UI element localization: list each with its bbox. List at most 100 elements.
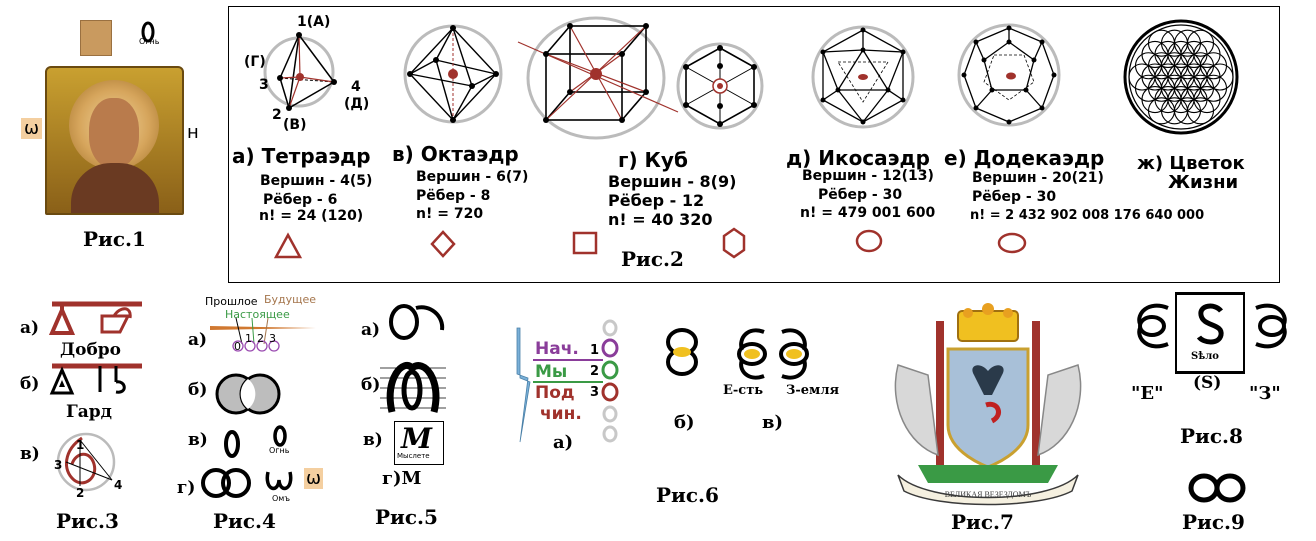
dodecahedron-diagram: [957, 23, 1061, 127]
dodeca-vertices: Вершин - 20(21): [972, 170, 1104, 186]
fig1-right-mark: н: [187, 122, 199, 143]
octa-vertices: Вершин - 6(7): [416, 169, 529, 185]
fig4-num-0: 0: [234, 340, 241, 353]
fig2-panel: [228, 6, 1280, 283]
tetra-vertex-d: (Д): [344, 96, 370, 112]
octahedron-diagram: [403, 24, 503, 124]
tetra-factorial: n! = 24 (120): [259, 208, 364, 224]
cube-vertices: Вершин - 8(9): [608, 172, 737, 191]
fig4-venn: [215, 373, 281, 415]
fig6-line-1: [533, 359, 603, 361]
cube-diagram: [517, 16, 679, 140]
circle-icon: [855, 229, 883, 253]
fig6-nach: Нач.: [535, 339, 579, 359]
fig8-s-label: (S): [1193, 373, 1222, 393]
dodeca-edges: Рёбер - 30: [972, 189, 1057, 205]
fig3-c-label: в): [20, 444, 40, 464]
fig8-z-glyph: [1255, 303, 1287, 349]
fig4-num-1: 1: [245, 332, 252, 345]
fig4-a-label: а): [188, 330, 208, 350]
fig3-n4: 4: [114, 478, 123, 492]
fig1-glyph-label: Огнь: [139, 37, 160, 46]
fig5-m-sub: Мыслете: [397, 452, 430, 460]
fig6-circle-column: [601, 319, 619, 443]
fig4-ogn-label: Огнь: [269, 446, 290, 455]
fig4-present: Настоящее: [225, 308, 290, 321]
fig5-c-label: в): [363, 430, 383, 450]
fig6-b-glyph: [666, 328, 698, 376]
icosa-vertices: Вершин - 12(13): [802, 168, 934, 184]
fig9-caption: Рис.9: [1182, 510, 1245, 534]
oval-icon: [997, 232, 1027, 254]
fig5-m-letter: М: [401, 422, 432, 455]
dobro-glyph: [48, 301, 142, 335]
tetra-vertex-v: (В): [283, 117, 307, 133]
fig5-m-box: М Мыслете: [394, 421, 444, 465]
fig1-top-glyph: [141, 21, 155, 43]
octa-edges: Рёбер - 8: [416, 188, 491, 204]
fig6-pod: Под: [535, 383, 575, 403]
tetra-vertices: Вершин - 4(5): [260, 173, 373, 189]
fig5-a-label: а): [361, 320, 381, 340]
flower-label-1: ж) Цветок: [1137, 153, 1245, 174]
hexagon-icon: [722, 227, 746, 259]
gard-word: Гард: [66, 402, 112, 422]
fig6-my: Мы: [535, 362, 568, 382]
tetra-vertex-1: 1(А): [297, 14, 331, 30]
fig5-d-label: г)М: [382, 468, 422, 489]
fig6-c-label: в): [762, 412, 784, 433]
icosa-edges: Рёбер - 30: [818, 187, 903, 203]
tetra-vertex-g: (Г): [244, 54, 266, 70]
fig4-om-label: Омъ: [272, 494, 290, 503]
dodeca-label: е) Додекаэдр: [944, 146, 1105, 170]
tetrahedron-diagram: [263, 32, 337, 111]
octa-factorial: n! = 720: [416, 206, 484, 222]
flower-label-2: Жизни: [1168, 172, 1239, 193]
fig6-lightning: [516, 327, 531, 443]
fig8-e-glyph: [1137, 303, 1169, 349]
fig1-small-icon: [80, 20, 112, 56]
fig6-zemlya-label: З-емля: [786, 383, 840, 398]
coat-ribbon-text: ВЕЛИКАЯ ВЕЗЕЗДОМЪ: [945, 490, 1032, 499]
triangle-icon: [273, 232, 303, 259]
fig4-timeline: [210, 317, 316, 352]
fig9-infinity-glyph: [1188, 473, 1246, 503]
fig6-num-3: 3: [590, 385, 600, 400]
fig4-ogn-glyph: [273, 425, 287, 447]
fig6-num-2: 2: [590, 364, 600, 379]
tetra-vertex-2: 2: [272, 107, 282, 123]
flower-of-life-diagram: [1123, 19, 1239, 135]
cube-projection-diagram: [676, 42, 764, 130]
fig5-o-glyph: [389, 304, 445, 340]
fig6-zemlya-glyph: [779, 328, 809, 380]
fig5-stave-glyph: [380, 362, 446, 413]
fig3-b-label: б): [20, 374, 40, 394]
icon-jesus: [45, 66, 184, 215]
fig6-chin: чин.: [540, 404, 582, 424]
fig6-caption: Рис.6: [656, 483, 719, 507]
fig5-b-label: б): [361, 375, 381, 395]
fig8-s-box: Sѣло: [1175, 292, 1245, 374]
fig7-caption: Рис.7: [951, 510, 1014, 534]
fig4-num-3: 3: [269, 332, 276, 345]
fig2-caption: Рис.2: [621, 247, 684, 271]
cube-edges: Рёбер - 12: [608, 191, 705, 210]
fig3-caption: Рис.3: [56, 509, 119, 533]
tetra-label: а) Тетраэдр: [232, 144, 371, 168]
dobro-word: Добро: [60, 340, 122, 360]
fig6-num-1: 1: [590, 343, 600, 358]
icosa-label: д) Икосаэдр: [786, 146, 930, 170]
cube-label: г) Куб: [618, 148, 688, 172]
fig8-e-label: "Е": [1131, 383, 1164, 404]
square-icon: [572, 231, 598, 255]
fig6-a-label: а): [553, 432, 574, 453]
icosahedron-diagram: [811, 25, 915, 129]
fig1-caption: Рис.1: [83, 227, 146, 251]
fig6-b-label: б): [674, 412, 695, 433]
gard-glyph: [49, 363, 142, 395]
fig1-left-mark: ω: [21, 118, 43, 139]
fig8-s-sub: Sѣло: [1191, 351, 1219, 362]
fig4-num-2: 2: [257, 332, 264, 345]
fig4-o-glyph: [224, 430, 240, 458]
fig5-caption: Рис.5: [375, 505, 438, 529]
